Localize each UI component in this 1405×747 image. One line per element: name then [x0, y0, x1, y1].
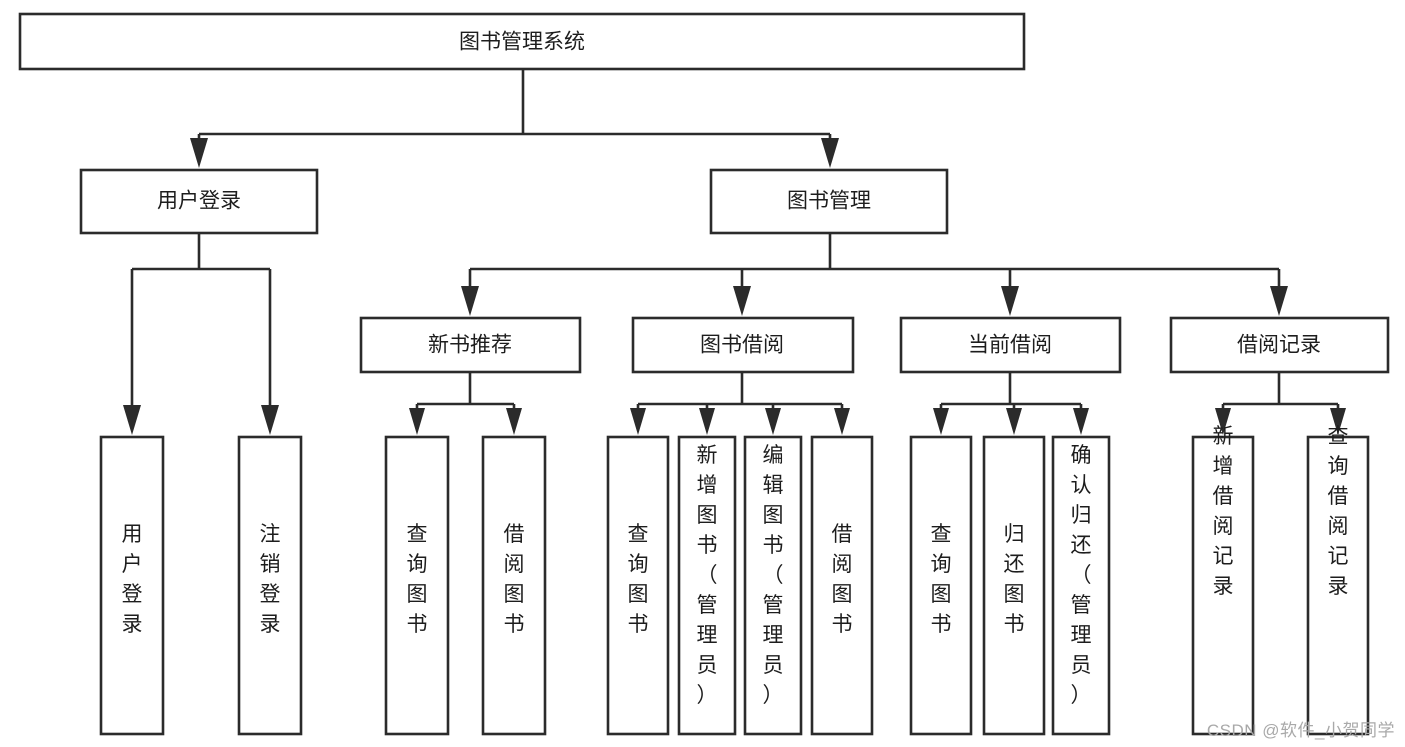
- node-leaf-query-book-current-box[interactable]: [909, 435, 973, 736]
- node-leaf-borrow-book-box[interactable]: [810, 435, 874, 736]
- node-new-book-recommend-label: 新书推荐: [428, 334, 512, 357]
- node-leaf-query-book-recommend[interactable]: 查询图书: [384, 435, 450, 736]
- node-leaf-add-borrow-record-box[interactable]: [1191, 435, 1255, 736]
- arrow-head-book-borrow: [733, 286, 751, 316]
- arrow-head-leaf-edit-book: [765, 408, 781, 435]
- node-book-management-label: 图书管理: [787, 190, 871, 213]
- node-leaf-return-book-box[interactable]: [982, 435, 1046, 736]
- node-leaf-user-logout[interactable]: 注销登录: [237, 435, 303, 736]
- node-leaf-query-borrow-record-label: 查询借阅记录: [1328, 425, 1349, 598]
- node-leaf-add-borrow-record-label: 新增借阅记录: [1213, 425, 1234, 598]
- node-leaf-user-login-box[interactable]: [99, 435, 165, 736]
- node-book-management[interactable]: 图书管理: [709, 168, 949, 235]
- node-leaf-confirm-return-label: 确认归还（管理员）: [1071, 444, 1092, 707]
- arrow-head-book-management: [821, 138, 839, 168]
- node-book-borrow-label: 图书借阅: [700, 334, 784, 357]
- node-leaf-user-logout-box[interactable]: [237, 435, 303, 736]
- node-book-borrow[interactable]: 图书借阅: [631, 316, 855, 374]
- node-book-borrow-box[interactable]: [631, 316, 855, 374]
- node-user-login-box[interactable]: [79, 168, 319, 235]
- node-user-login-label: 用户登录: [157, 190, 241, 213]
- node-leaf-query-book-current-label: 查询图书: [931, 523, 952, 636]
- node-borrow-records-label: 借阅记录: [1237, 334, 1321, 357]
- node-leaf-edit-book[interactable]: 编辑图书（管理员）: [743, 435, 803, 736]
- arrow-head-leaf-user-login: [123, 405, 141, 435]
- node-leaf-user-login-label: 用户登录: [122, 523, 143, 636]
- arrow-head-leaf-return-book: [1006, 408, 1022, 435]
- node-leaf-return-book[interactable]: 归还图书: [982, 435, 1046, 736]
- node-leaf-query-book-recommend-label: 查询图书: [407, 523, 428, 636]
- node-leaf-query-borrow-record[interactable]: 查询借阅记录: [1306, 425, 1370, 736]
- node-current-borrow-label: 当前借阅: [968, 334, 1052, 357]
- node-leaf-add-borrow-record[interactable]: 新增借阅记录: [1191, 425, 1255, 736]
- node-leaf-borrow-book-label: 借阅图书: [832, 523, 853, 636]
- node-current-borrow-box[interactable]: [899, 316, 1122, 374]
- arrow-head-leaf-borrow-book: [834, 408, 850, 435]
- arrow-head-borrow-records: [1270, 286, 1288, 316]
- node-leaf-query-book-borrow-box[interactable]: [606, 435, 670, 736]
- node-leaf-query-book-borrow-label: 查询图书: [628, 523, 649, 636]
- arrow-head-leaf-add-book: [699, 408, 715, 435]
- node-leaf-query-book-recommend-box[interactable]: [384, 435, 450, 736]
- node-root[interactable]: 图书管理系统: [18, 12, 1026, 71]
- node-leaf-add-book-label: 新增图书（管理员）: [697, 444, 718, 707]
- node-leaf-add-book-box[interactable]: [677, 435, 737, 736]
- node-leaf-query-borrow-record-box[interactable]: [1306, 435, 1370, 736]
- node-leaf-query-book-borrow[interactable]: 查询图书: [606, 435, 670, 736]
- node-leaf-borrow-book-recommend-label: 借阅图书: [504, 523, 525, 636]
- node-root-box[interactable]: [18, 12, 1026, 71]
- arrow-head-user-login: [190, 138, 208, 168]
- node-leaf-edit-book-box[interactable]: [743, 435, 803, 736]
- node-leaf-borrow-book[interactable]: 借阅图书: [810, 435, 874, 736]
- node-leaf-confirm-return-box[interactable]: [1051, 435, 1111, 736]
- arrow-head-leaf-query-book-borrow: [630, 408, 646, 435]
- node-leaf-user-login[interactable]: 用户登录: [99, 435, 165, 736]
- node-leaf-return-book-label: 归还图书: [1004, 523, 1025, 636]
- arrow-head-leaf-user-logout: [261, 405, 279, 435]
- arrow-head-leaf-add-borrow-record: [1215, 408, 1231, 435]
- node-leaf-borrow-book-recommend[interactable]: 借阅图书: [481, 435, 547, 736]
- node-leaf-borrow-book-recommend-box[interactable]: [481, 435, 547, 736]
- node-borrow-records-box[interactable]: [1169, 316, 1390, 374]
- arrow-head-current-borrow: [1001, 286, 1019, 316]
- connector-layer: [123, 69, 1346, 435]
- node-book-management-box[interactable]: [709, 168, 949, 235]
- node-leaf-query-book-current[interactable]: 查询图书: [909, 435, 973, 736]
- arrow-head-leaf-query-borrow-record: [1330, 408, 1346, 435]
- arrow-head-leaf-borrow-book-recommend: [506, 408, 522, 435]
- node-leaf-edit-book-label: 编辑图书（管理员）: [763, 444, 784, 707]
- node-leaf-user-logout-label: 注销登录: [260, 523, 281, 636]
- node-borrow-records[interactable]: 借阅记录: [1169, 316, 1390, 374]
- node-new-book-recommend-box[interactable]: [359, 316, 582, 374]
- node-leaf-confirm-return[interactable]: 确认归还（管理员）: [1051, 435, 1111, 736]
- node-root-label: 图书管理系统: [459, 31, 585, 54]
- node-new-book-recommend[interactable]: 新书推荐: [359, 316, 582, 374]
- arrow-head-leaf-query-book-current: [933, 408, 949, 435]
- node-leaf-add-book[interactable]: 新增图书（管理员）: [677, 435, 737, 736]
- arrow-head-leaf-confirm-return: [1073, 408, 1089, 435]
- arrow-head-leaf-query-book-recommend: [409, 408, 425, 435]
- node-user-login[interactable]: 用户登录: [79, 168, 319, 235]
- arrow-head-new-book-recommend: [461, 286, 479, 316]
- node-current-borrow[interactable]: 当前借阅: [899, 316, 1122, 374]
